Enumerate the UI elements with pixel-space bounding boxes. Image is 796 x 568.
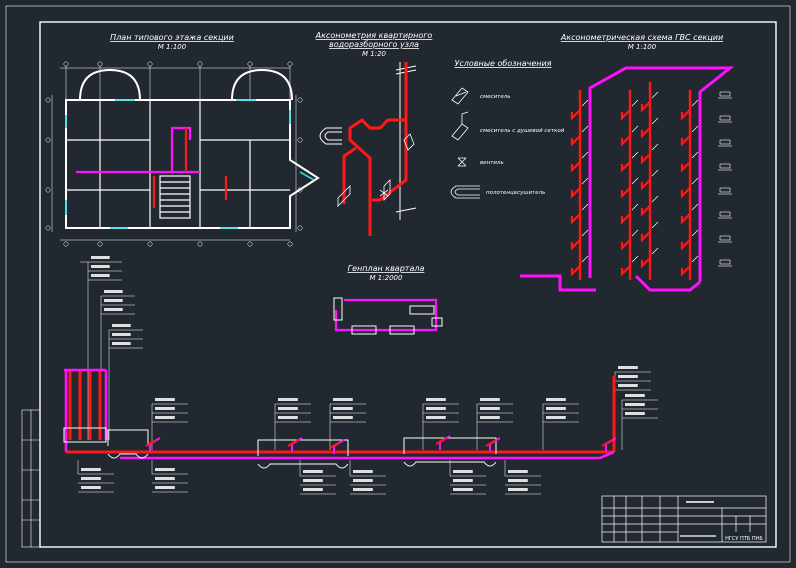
calc-annotation-mark	[104, 308, 123, 311]
axon-hw-title: Аксонометрическая схема ГВС секции	[560, 33, 723, 42]
calc-annotation-mark	[453, 488, 473, 491]
floor-plan-partitions	[66, 100, 290, 228]
calc-annotation-mark	[618, 384, 638, 387]
calc-annotation-mark	[333, 416, 353, 419]
mixer-icon	[451, 87, 469, 105]
valve-icon	[457, 157, 467, 167]
calc-annotation-mark	[625, 403, 645, 406]
stamp-code: НГСУ ПТБ ПНБ	[725, 536, 763, 542]
floor-plan-walls	[65, 68, 320, 229]
calc-annotation-mark	[508, 488, 528, 491]
calc-annotation-mark	[91, 256, 110, 259]
calc-annotation-mark	[112, 342, 131, 345]
floor-plan-axis-ticks	[45, 61, 303, 247]
node-towel-dryer	[319, 127, 342, 145]
hw-circulation	[520, 66, 735, 292]
calc-annotation-mark	[618, 366, 638, 369]
calc-annotation-mark	[625, 394, 645, 397]
hw-risers	[570, 82, 699, 280]
site-plan-scale: М 1:2000	[370, 274, 403, 282]
calc-annotation-mark	[353, 470, 373, 473]
calc-annotation-mark	[81, 486, 101, 489]
binding-strip	[21, 409, 41, 548]
calculation-scheme	[63, 256, 658, 495]
outer-frame	[5, 5, 791, 563]
legend-item-towel-dryer: полотенцесушитель	[486, 190, 545, 196]
calc-annotation-mark	[81, 477, 101, 480]
calc-annotation-mark	[155, 398, 175, 401]
calc-annotation-mark	[155, 486, 175, 489]
calc-annotation-mark	[426, 407, 446, 410]
calc-annotations	[81, 256, 645, 491]
calc-annotation-mark	[546, 416, 566, 419]
calc-annotation-mark	[303, 479, 323, 482]
hot-water-axonometry	[520, 66, 735, 292]
calc-annotation-mark	[453, 479, 473, 482]
floor-plan-scale: М 1:100	[158, 43, 187, 51]
floor-plan-windows	[65, 99, 315, 229]
floor-plan-dimensions	[51, 67, 297, 241]
axon-node-scale: М 1:20	[362, 50, 387, 58]
calc-annotation-mark	[508, 470, 528, 473]
calc-annotation-mark	[303, 488, 323, 491]
legend-item-mixer: смеситель	[480, 94, 511, 100]
floor-plan	[45, 61, 320, 247]
calc-buildings	[63, 427, 497, 469]
calc-annotation-mark	[353, 488, 373, 491]
axon-node-title-line2: водоразборного узла	[329, 40, 419, 49]
calc-annotation-mark	[91, 265, 110, 268]
apartment-node-axonometry	[319, 62, 417, 236]
calc-annotation-mark	[91, 274, 110, 277]
calc-hw-nodes	[145, 435, 617, 454]
calc-annotation-mark	[508, 479, 528, 482]
shower-mixer-icon	[451, 123, 469, 141]
legend: Условные обозначения смеситель смеситель…	[450, 59, 565, 199]
calc-annotation-mark	[81, 468, 101, 471]
calc-annotation-mark	[112, 324, 131, 327]
calc-annotation-mark	[104, 299, 123, 302]
towel-dryer-icon	[450, 185, 480, 199]
floor-plan-title: План типового этажа секции	[110, 33, 234, 42]
calc-annotation-mark	[625, 412, 645, 415]
calc-annotation-mark	[480, 398, 500, 401]
calc-annotation-mark	[155, 416, 175, 419]
calc-annotation-mark	[278, 398, 298, 401]
calc-annotation-mark	[104, 290, 123, 293]
calc-annotation-mark	[426, 416, 446, 419]
calc-annotation-mark	[155, 468, 175, 471]
site-plan	[333, 297, 443, 335]
calc-annotation-mark	[333, 398, 353, 401]
calc-annotation-mark	[155, 407, 175, 410]
hw-floor-marks	[718, 91, 732, 267]
calc-annotation-mark	[278, 416, 298, 419]
axon-hw-scale: М 1:100	[628, 43, 657, 51]
floor-plan-pipes	[76, 126, 228, 208]
calc-annotation-mark	[546, 398, 566, 401]
calc-annotation-mark	[480, 407, 500, 410]
node-supply-pipes	[342, 62, 408, 236]
calc-annotation-mark	[155, 477, 175, 480]
site-plan-title: Генплан квартала	[348, 264, 425, 273]
title-block	[601, 495, 767, 543]
calc-annotation-mark	[353, 479, 373, 482]
calc-annotation-mark	[112, 333, 131, 336]
calc-annotation-mark	[480, 416, 500, 419]
calc-annotation-mark	[546, 407, 566, 410]
axon-node-title-line1: Аксонометрия квартирного	[315, 31, 433, 40]
calc-annotation-mark	[333, 407, 353, 410]
calc-annotation-mark	[303, 470, 323, 473]
legend-item-valve: вентиль	[480, 160, 504, 166]
legend-title: Условные обозначения	[454, 59, 551, 68]
calc-annotation-mark	[453, 470, 473, 473]
inner-frame	[39, 21, 777, 548]
calc-annotation-mark	[618, 375, 638, 378]
legend-item-shower-mixer: смеситель с душевой сеткой	[480, 128, 565, 134]
calc-annotation-mark	[278, 407, 298, 410]
node-fixtures	[337, 133, 415, 207]
calc-annotation-mark	[426, 398, 446, 401]
